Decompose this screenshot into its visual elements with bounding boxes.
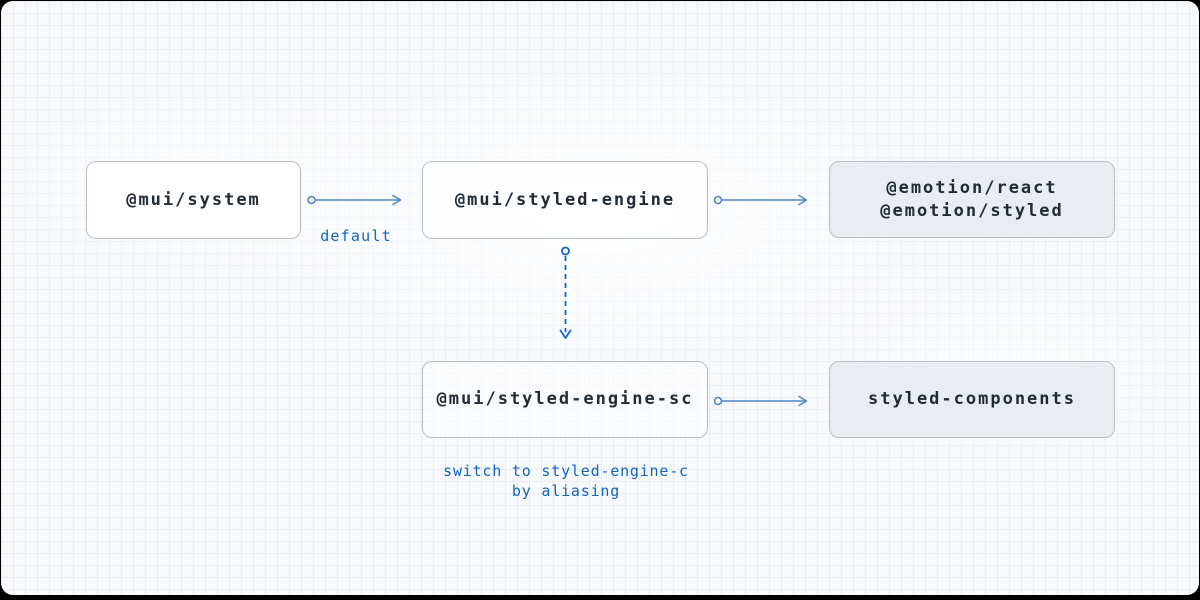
node-mui-styled-engine-sc: @mui/styled-engine-sc: [422, 361, 708, 438]
node-label: @mui/styled-engine: [454, 189, 676, 210]
dashed-arrow-styled-engine-to-sc-icon: [559, 246, 572, 339]
node-mui-system: @mui/system: [86, 161, 301, 239]
node-label: @emotion/styled: [880, 200, 1064, 221]
caption-switch-engine: switch to styled-engine-c by aliasing: [416, 462, 716, 501]
edge-label-default: default: [320, 227, 392, 245]
arrow-sc-to-styled-components-icon: [713, 395, 808, 407]
caption-line: by aliasing: [511, 481, 621, 500]
node-mui-styled-engine: @mui/styled-engine: [422, 161, 708, 239]
node-label: @mui/system: [126, 189, 261, 210]
node-styled-components: styled-components: [829, 361, 1115, 438]
caption-line: switch to styled-engine-c: [443, 462, 689, 480]
node-label: styled-components: [868, 389, 1076, 409]
node-label: @emotion/react: [886, 177, 1058, 198]
node-emotion: @emotion/react @emotion/styled: [829, 161, 1115, 238]
arrow-styled-engine-to-emotion-icon: [713, 194, 808, 206]
node-label: @mui/styled-engine-sc: [436, 389, 694, 409]
arrow-system-to-styled-engine-icon: [307, 194, 402, 206]
